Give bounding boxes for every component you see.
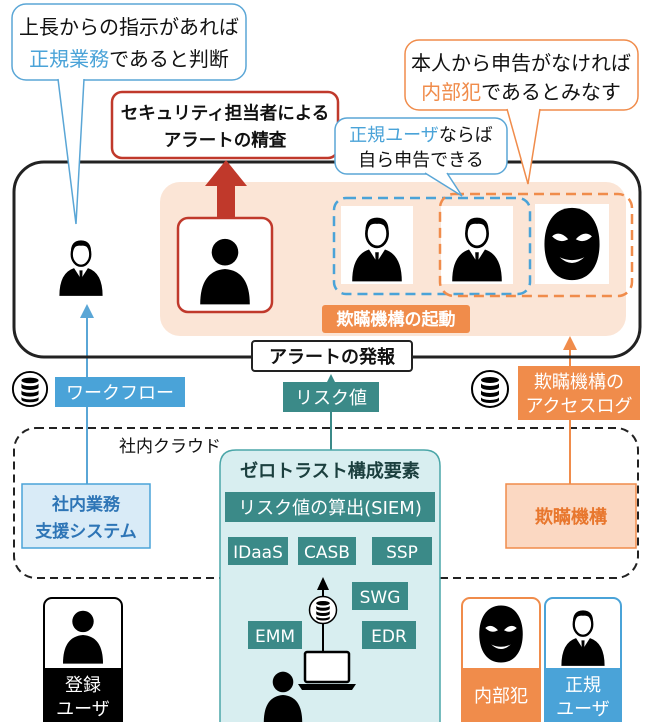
legend-registered-user: 登録 ユーザ — [43, 597, 123, 722]
deception-mechanism-frame — [505, 483, 637, 549]
legit-work-highlight: 正規業務 — [29, 47, 109, 71]
escalation-arrow — [205, 160, 247, 219]
edr-text: EDR — [371, 627, 407, 647]
emm-box — [248, 621, 302, 649]
laptop-icon — [298, 650, 356, 690]
laptop-screen — [303, 650, 351, 684]
business-support-frame — [21, 483, 151, 549]
business-support-line-1: 社内業務 — [51, 494, 121, 515]
edr-box — [362, 621, 416, 649]
legit-bubble-line-2: 自ら申告できる — [358, 150, 484, 171]
insider-highlight: 内部犯 — [421, 80, 481, 104]
insider-bubble-line-1: 本人から申告がなければ — [411, 51, 631, 75]
workflow-arrowhead — [80, 304, 94, 318]
access-log-label-bg — [518, 366, 640, 420]
supervisor-bubble-tail — [57, 78, 85, 225]
siem-text: リスク値の算出(SIEM) — [238, 498, 422, 519]
registered-user-line-2: ユーザ — [56, 699, 110, 720]
insider-speech-bubble: 本人から申告がなければ 内部犯であるとみなす — [404, 39, 639, 185]
insider-caption: 内部犯 — [474, 686, 528, 707]
deception-access-log-label: 欺瞞機構の アクセスログ — [518, 366, 640, 420]
swg-box — [352, 582, 408, 610]
emm-text: EMM — [255, 627, 295, 647]
idaas-box — [228, 537, 288, 565]
ssp-text: SSP — [386, 543, 418, 563]
escalation-arrow-shaft — [217, 184, 235, 219]
legend-insider: 内部犯 — [461, 597, 541, 722]
alert-label: アラートの発報 — [251, 340, 413, 372]
supervisor-bubble-line-1: 上長からの指示があれば — [19, 15, 239, 39]
security-review-line-2: アラートの精査 — [164, 130, 287, 151]
business-support-line-2: 支援システム — [35, 521, 137, 542]
insider-bubble-line-2-rest: であるとみなす — [481, 80, 621, 104]
workflow-label-text: ワークフロー — [66, 383, 174, 404]
legend-legit-user: 正規 ユーザ — [544, 597, 622, 722]
deception-mechanism-text: 欺瞞機構 — [535, 506, 607, 528]
insider-bubble-tail — [506, 108, 541, 185]
zero-trust-title: ゼロトラスト構成要素 — [240, 460, 420, 482]
deception-trigger-bg — [322, 305, 470, 333]
deception-mechanism-box: 欺瞞機構 — [505, 483, 637, 549]
alert-label-text: アラートの発報 — [269, 346, 396, 368]
legit-bubble-tail — [424, 172, 463, 197]
swg-text: SWG — [360, 588, 401, 608]
supervisor-bubble-line-2: 正規業務であると判断 — [29, 47, 229, 71]
legit-user-line-1: 正規 — [565, 675, 601, 696]
legit-bubble-line-1: 正規ユーザならば — [349, 125, 493, 146]
siem-box — [225, 492, 435, 522]
casb-box — [298, 537, 356, 565]
log-upload-arrowhead — [317, 577, 329, 590]
supervisor-speech-bubble: 上長からの指示があれば 正規業務であると判断 — [11, 3, 247, 225]
security-review-box: セキュリティ担当者による アラートの精査 — [110, 90, 340, 160]
casb-text: CASB — [304, 543, 350, 563]
internal-cloud-label: 社内クラウド — [119, 437, 221, 457]
security-officer-box — [176, 216, 274, 314]
access-log-label-line-2: アクセスログ — [525, 396, 632, 417]
ssp-box — [372, 537, 432, 565]
legit-bubble-frame — [334, 117, 508, 175]
risk-value-label: リスク値 — [283, 382, 379, 412]
deception-trigger-text: 欺瞞機構の起動 — [337, 309, 456, 330]
alert-label-frame — [251, 340, 413, 372]
workflow-label-bg — [55, 377, 185, 407]
risk-value-label-bg — [283, 382, 379, 412]
registered-user-line-1: 登録 — [65, 675, 101, 696]
idaas-text: IDaaS — [233, 543, 283, 563]
supervisor-bubble-frame — [11, 3, 247, 81]
masked-person-icon — [479, 605, 523, 663]
workflow-label: ワークフロー — [55, 377, 185, 407]
masked-person-icon — [544, 207, 600, 281]
access-log-label-line-1: 欺瞞機構の — [534, 372, 624, 393]
deception-trigger-label: 欺瞞機構の起動 — [322, 305, 470, 333]
access-log-database-icon — [471, 370, 509, 408]
escalation-arrowhead — [205, 160, 247, 186]
business-support-system-box: 社内業務 支援システム — [21, 483, 151, 549]
zero-trust-components-panel: ゼロトラスト構成要素 リスク値の算出(SIEM) IDaaS CASB SSP … — [219, 449, 441, 722]
legit-user-line-2: ユーザ — [556, 699, 610, 720]
legit-user-dashed-group — [332, 196, 532, 296]
laptop-base — [298, 684, 356, 690]
insider-caption-bg — [463, 668, 539, 722]
insider-suspect-dashed-group — [438, 192, 634, 298]
legit-user-speech-bubble: 正規ユーザならば 自ら申告できる — [334, 117, 508, 197]
endpoint-database-icon — [308, 595, 338, 625]
registered-user-caption-bg — [45, 668, 121, 722]
security-review-line-1: セキュリティ担当者による — [121, 103, 329, 124]
workflow-database-icon — [11, 370, 49, 408]
supervisor-bubble-line-2-rest: であると判断 — [109, 47, 229, 71]
legit-bubble-line-1-rest: ならば — [439, 125, 493, 146]
risk-value-label-text: リスク値 — [295, 388, 367, 409]
deception-log-arrowhead — [563, 336, 577, 350]
legit-user-caption-bg — [546, 668, 620, 722]
insider-bubble-line-2: 内部犯であるとみなす — [421, 80, 621, 104]
legit-user-highlight: 正規ユーザ — [349, 125, 439, 146]
